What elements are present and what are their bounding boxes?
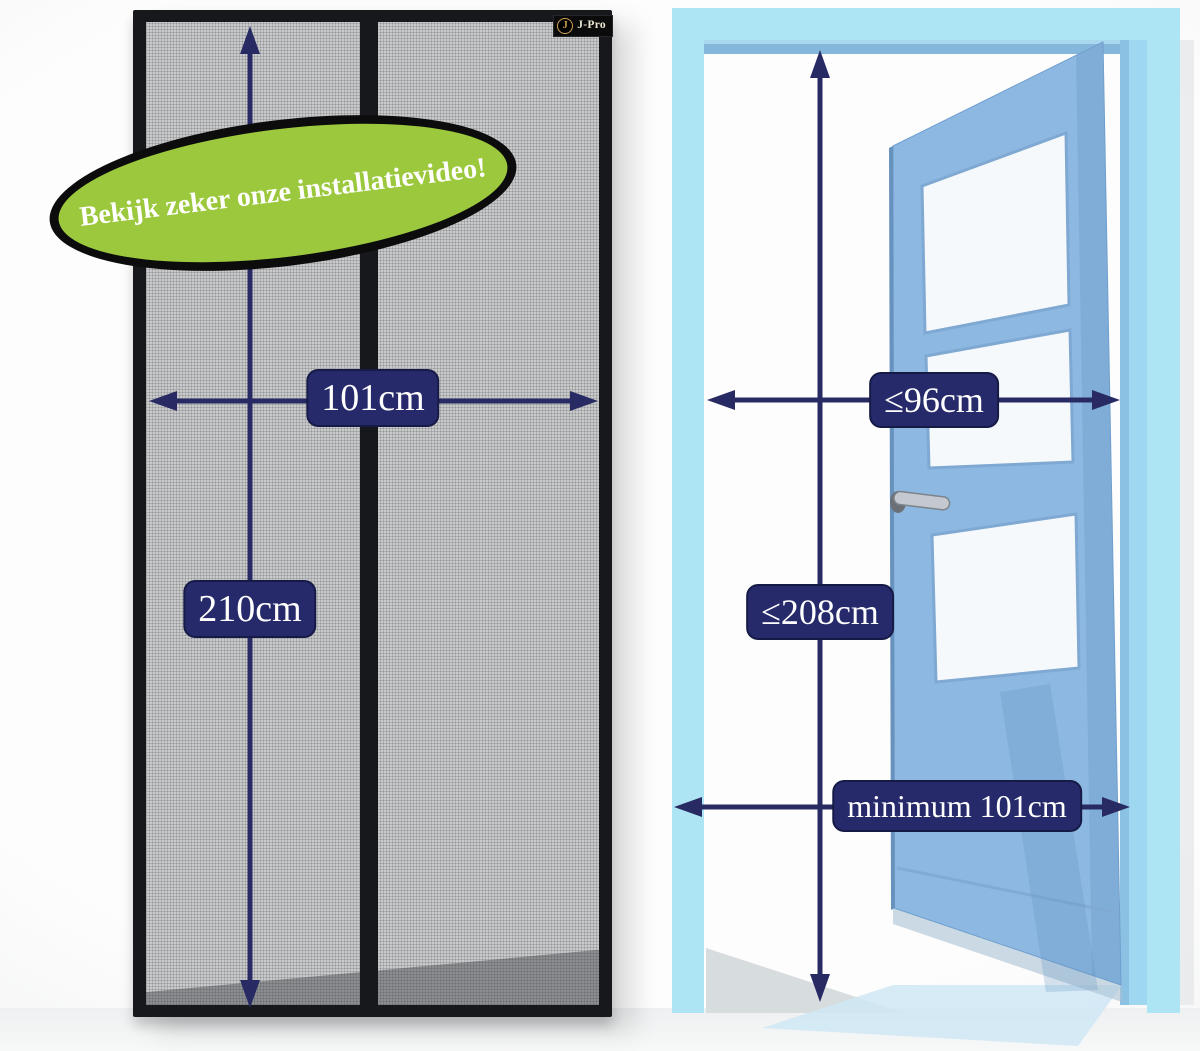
arrow-left-icon: [707, 390, 735, 410]
magnetic-screen-door: J J-Pro: [133, 10, 613, 1017]
door-edge: [889, 146, 895, 910]
doorframe-top-trim-highlight: [704, 40, 1147, 44]
doorway-height-label: ≤208cm: [746, 584, 894, 640]
installation-video-text: Bekijk zeker onze installatievideo!: [77, 152, 488, 234]
door-handle-lever: [893, 490, 951, 511]
arrow-up-icon: [810, 50, 830, 78]
arrow-right-icon: [1092, 390, 1120, 410]
doorway-min-width-label: minimum 101cm: [832, 780, 1082, 832]
door-glass-panel-top: [920, 130, 1071, 335]
arrow-left-icon: [149, 391, 177, 411]
door-panel-seam: [896, 866, 1115, 914]
door-diagonal-shadow: [1000, 684, 1098, 992]
door-hinge-shade: [1076, 42, 1121, 985]
arrow-down-icon: [240, 980, 260, 1008]
arrow-left-icon: [674, 797, 702, 817]
screen-height-label: 210cm: [183, 580, 317, 638]
jpro-logo-icon: J: [557, 18, 574, 34]
doorway-width-label: ≤96cm: [869, 372, 999, 428]
arrow-up-icon: [240, 26, 260, 54]
floor-shadow-inside-frame: [706, 948, 905, 1013]
jpro-logo-name: J-Pro: [577, 19, 606, 32]
frame-outer-shadow: [1180, 40, 1194, 1005]
doorframe-left-post: [672, 8, 704, 1013]
door-glass-panel-bottom: [930, 512, 1081, 684]
arrow-right-icon: [570, 391, 598, 411]
jpro-logo: J J-Pro: [553, 15, 613, 37]
doorframe-jamb-shade: [1120, 40, 1129, 1005]
doorframe-right-post: [1147, 8, 1180, 1013]
door-bottom-shadow: [893, 908, 1122, 1002]
screen-width-label: 101cm: [306, 369, 440, 427]
doorframe-top-bar: [672, 8, 1180, 40]
door-floor-reflection: [762, 985, 1122, 1046]
magnetic-center-strip: [360, 22, 378, 1005]
arrow-down-icon: [810, 974, 830, 1002]
arrow-right-icon: [1102, 797, 1130, 817]
